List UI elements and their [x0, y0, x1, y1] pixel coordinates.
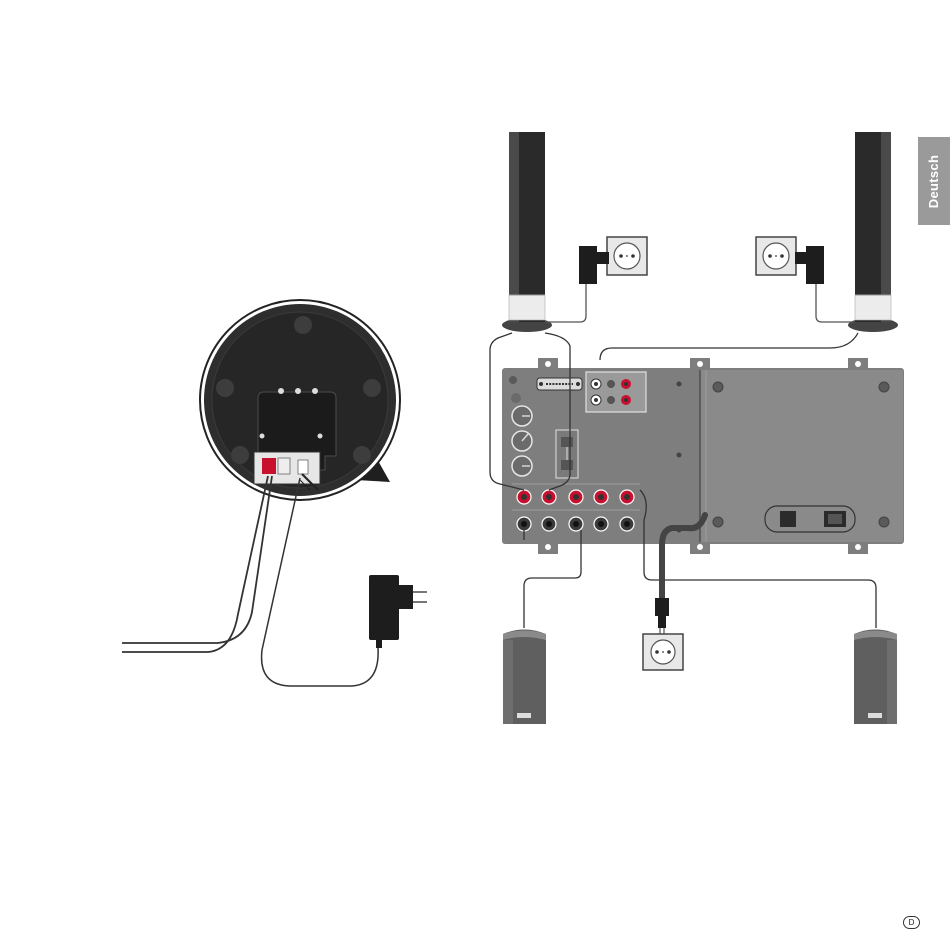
tower-speaker-icon [848, 132, 898, 332]
wall-socket-icon [607, 237, 647, 275]
power-plug-icon [655, 598, 669, 636]
tower-power-cable [545, 284, 855, 322]
subwoofer-back-view [200, 300, 400, 500]
satellite-speaker-icon [854, 630, 897, 725]
power-adapter-icon [369, 575, 427, 648]
subwoofer-speaker-cable [122, 476, 272, 652]
language-tab: Deutsch [918, 137, 950, 225]
power-adapter-icon [579, 246, 609, 284]
page-marker-badge: D [903, 916, 920, 929]
page-marker-label: D [909, 918, 915, 927]
satellite-speaker-icon [503, 630, 546, 725]
wall-socket-icon [756, 237, 796, 275]
language-tab-label: Deutsch [927, 154, 942, 207]
subwoofer-power-cable [262, 478, 379, 686]
wall-socket-icon [643, 634, 683, 670]
power-adapter-icon [795, 246, 824, 284]
tower-speaker-icon [502, 132, 552, 332]
